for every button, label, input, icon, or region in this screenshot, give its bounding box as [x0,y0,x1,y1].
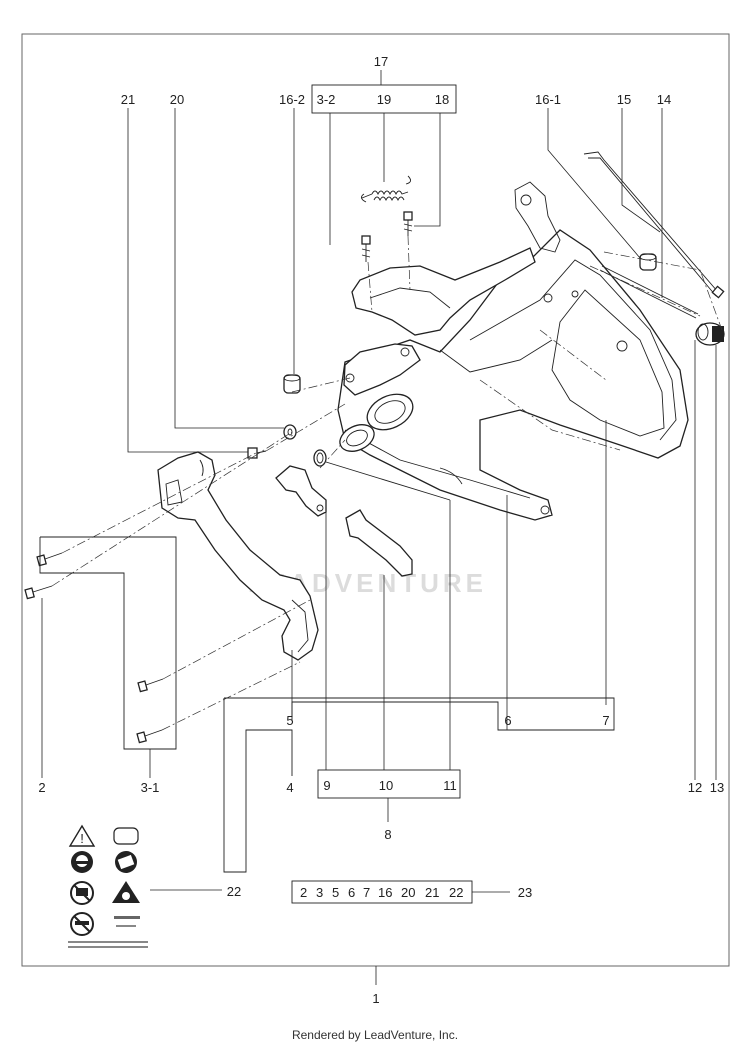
callout-4: 4 [286,780,293,795]
kit-item: 2 [300,885,307,900]
callout-18: 18 [435,92,449,107]
kit-item: 21 [425,885,439,900]
callout-9: 9 [323,778,330,793]
wire-11-part[interactable] [325,461,451,501]
callout-14: 14 [657,92,671,107]
screw-set-2-part[interactable] [24,552,164,744]
top-handle-block-part[interactable] [343,343,421,396]
callout-10: 10 [379,778,393,793]
ear-eye-protection-icon [71,851,93,873]
bushing-16-2-part[interactable] [283,374,301,394]
warning-label-sheet[interactable]: ! [68,824,148,948]
kit-item: 7 [363,885,370,900]
screw-3-2-part[interactable] [361,235,371,262]
lever-9-part[interactable] [275,465,327,517]
kit-item: 3 [316,885,323,900]
kit-item: 16 [378,885,392,900]
bushing-16-1-part[interactable] [639,253,657,271]
screw-18-part[interactable] [403,211,413,236]
callout-3-1: 3-1 [141,780,160,795]
diagram-frame [21,33,730,967]
callout-21: 21 [121,92,135,107]
cap-13-part[interactable] [695,322,725,346]
callout-12: 12 [688,780,702,795]
callout-23: 23 [518,885,532,900]
leader-lines [39,70,717,985]
spring-part[interactable] [361,175,411,203]
blank-label-icon [113,827,139,845]
callout-labels: 17 3-2 19 18 21 20 16-2 16-1 15 14 2 3-1… [38,54,724,1006]
callout-5: 5 [286,713,293,728]
o-ring-11-part[interactable] [313,449,327,467]
kit-item: 6 [348,885,355,900]
callout-1: 1 [372,991,379,1006]
warning-triangle-icon: ! [68,824,96,847]
trigger-10-part[interactable] [345,509,413,577]
rod-15-part[interactable] [583,151,725,299]
manual-icon [115,851,137,873]
callout-16-1: 16-1 [535,92,561,107]
callout-11: 11 [443,778,457,793]
callout-6: 6 [504,713,511,728]
callout-19: 19 [377,92,391,107]
upper-bracket-part[interactable] [351,181,561,336]
kickback-warning-icon [112,881,140,903]
rod-14-part[interactable] [599,265,699,319]
screw-21-part[interactable] [247,447,267,459]
label-fine-print [68,916,148,948]
kit-item: 20 [401,885,415,900]
callout-16-2: 16-2 [279,92,305,107]
svg-text:!: ! [80,831,84,846]
callout-7: 7 [602,713,609,728]
render-credit-footer: Rendered by LeadVenture, Inc. [291,1028,459,1042]
callout-22: 22 [227,884,241,899]
no-one-hand-icon [70,881,94,905]
callout-20: 20 [170,92,184,107]
kit-item: 5 [332,885,339,900]
callout-15: 15 [617,92,631,107]
no-smoking-icon [70,912,94,936]
callout-3-2: 3-2 [317,92,336,107]
callout-17: 17 [374,54,388,69]
kit-item: 22 [449,885,463,900]
callout-8: 8 [384,827,391,842]
callout-13: 13 [710,780,724,795]
kit-item-list: 2 3 5 6 7 16 20 21 22 [300,885,463,900]
washer-20-part[interactable] [283,424,297,440]
alignment-lines [51,235,723,731]
callout-2: 2 [38,780,45,795]
